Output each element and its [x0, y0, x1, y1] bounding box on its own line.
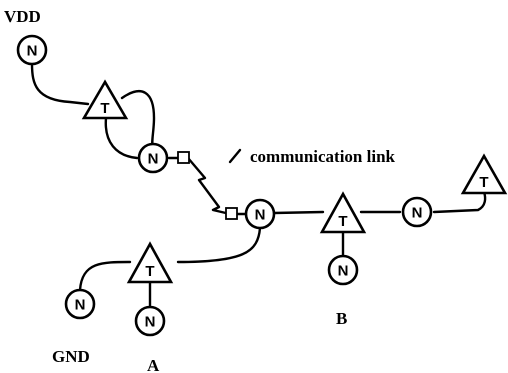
comm-link-label: communication link: [250, 147, 396, 166]
comm-link-pad-lower: [225, 207, 238, 220]
node-n3: N: [244, 198, 276, 230]
svg-text:N: N: [338, 263, 349, 280]
wire-vdd-to-t1: [30, 62, 90, 106]
wire-n3-to-tA: [176, 226, 262, 264]
svg-text:T: T: [338, 213, 347, 230]
svg-text:T: T: [145, 263, 154, 280]
wire-t1-loop-left: [104, 116, 139, 160]
wire-comm-link-zigzag: [186, 156, 232, 216]
svg-text:N: N: [145, 314, 156, 331]
wire-n5-to-t4: [432, 190, 487, 214]
wire-tA-to-n-gnd: [78, 260, 132, 292]
vdd-label: VDD: [4, 7, 41, 26]
transistor-a: T: [126, 241, 174, 284]
node-b: N: [327, 254, 359, 286]
node-gnd: N: [64, 288, 96, 320]
transistor-b: T: [319, 191, 367, 234]
svg-text:N: N: [255, 207, 266, 224]
transistor-t4: T: [460, 153, 508, 195]
wire-n3-to-tB: [272, 210, 325, 215]
svg-text:T: T: [479, 174, 488, 191]
node-n5: N: [401, 196, 433, 228]
transistor-t1: T: [81, 79, 129, 120]
svg-text:T: T: [100, 100, 109, 117]
comm-link-pointer: [228, 148, 242, 164]
gnd-label: GND: [52, 347, 90, 366]
svg-text:N: N: [412, 205, 423, 222]
b-label: B: [336, 309, 347, 328]
a-label: A: [147, 356, 160, 373]
node-n2: N: [137, 142, 169, 174]
node-vdd: N: [16, 34, 48, 66]
svg-text:N: N: [27, 43, 38, 60]
svg-text:N: N: [75, 297, 86, 314]
comm-link-pad-upper: [177, 151, 190, 164]
node-a: N: [134, 305, 166, 337]
svg-text:N: N: [148, 151, 159, 168]
